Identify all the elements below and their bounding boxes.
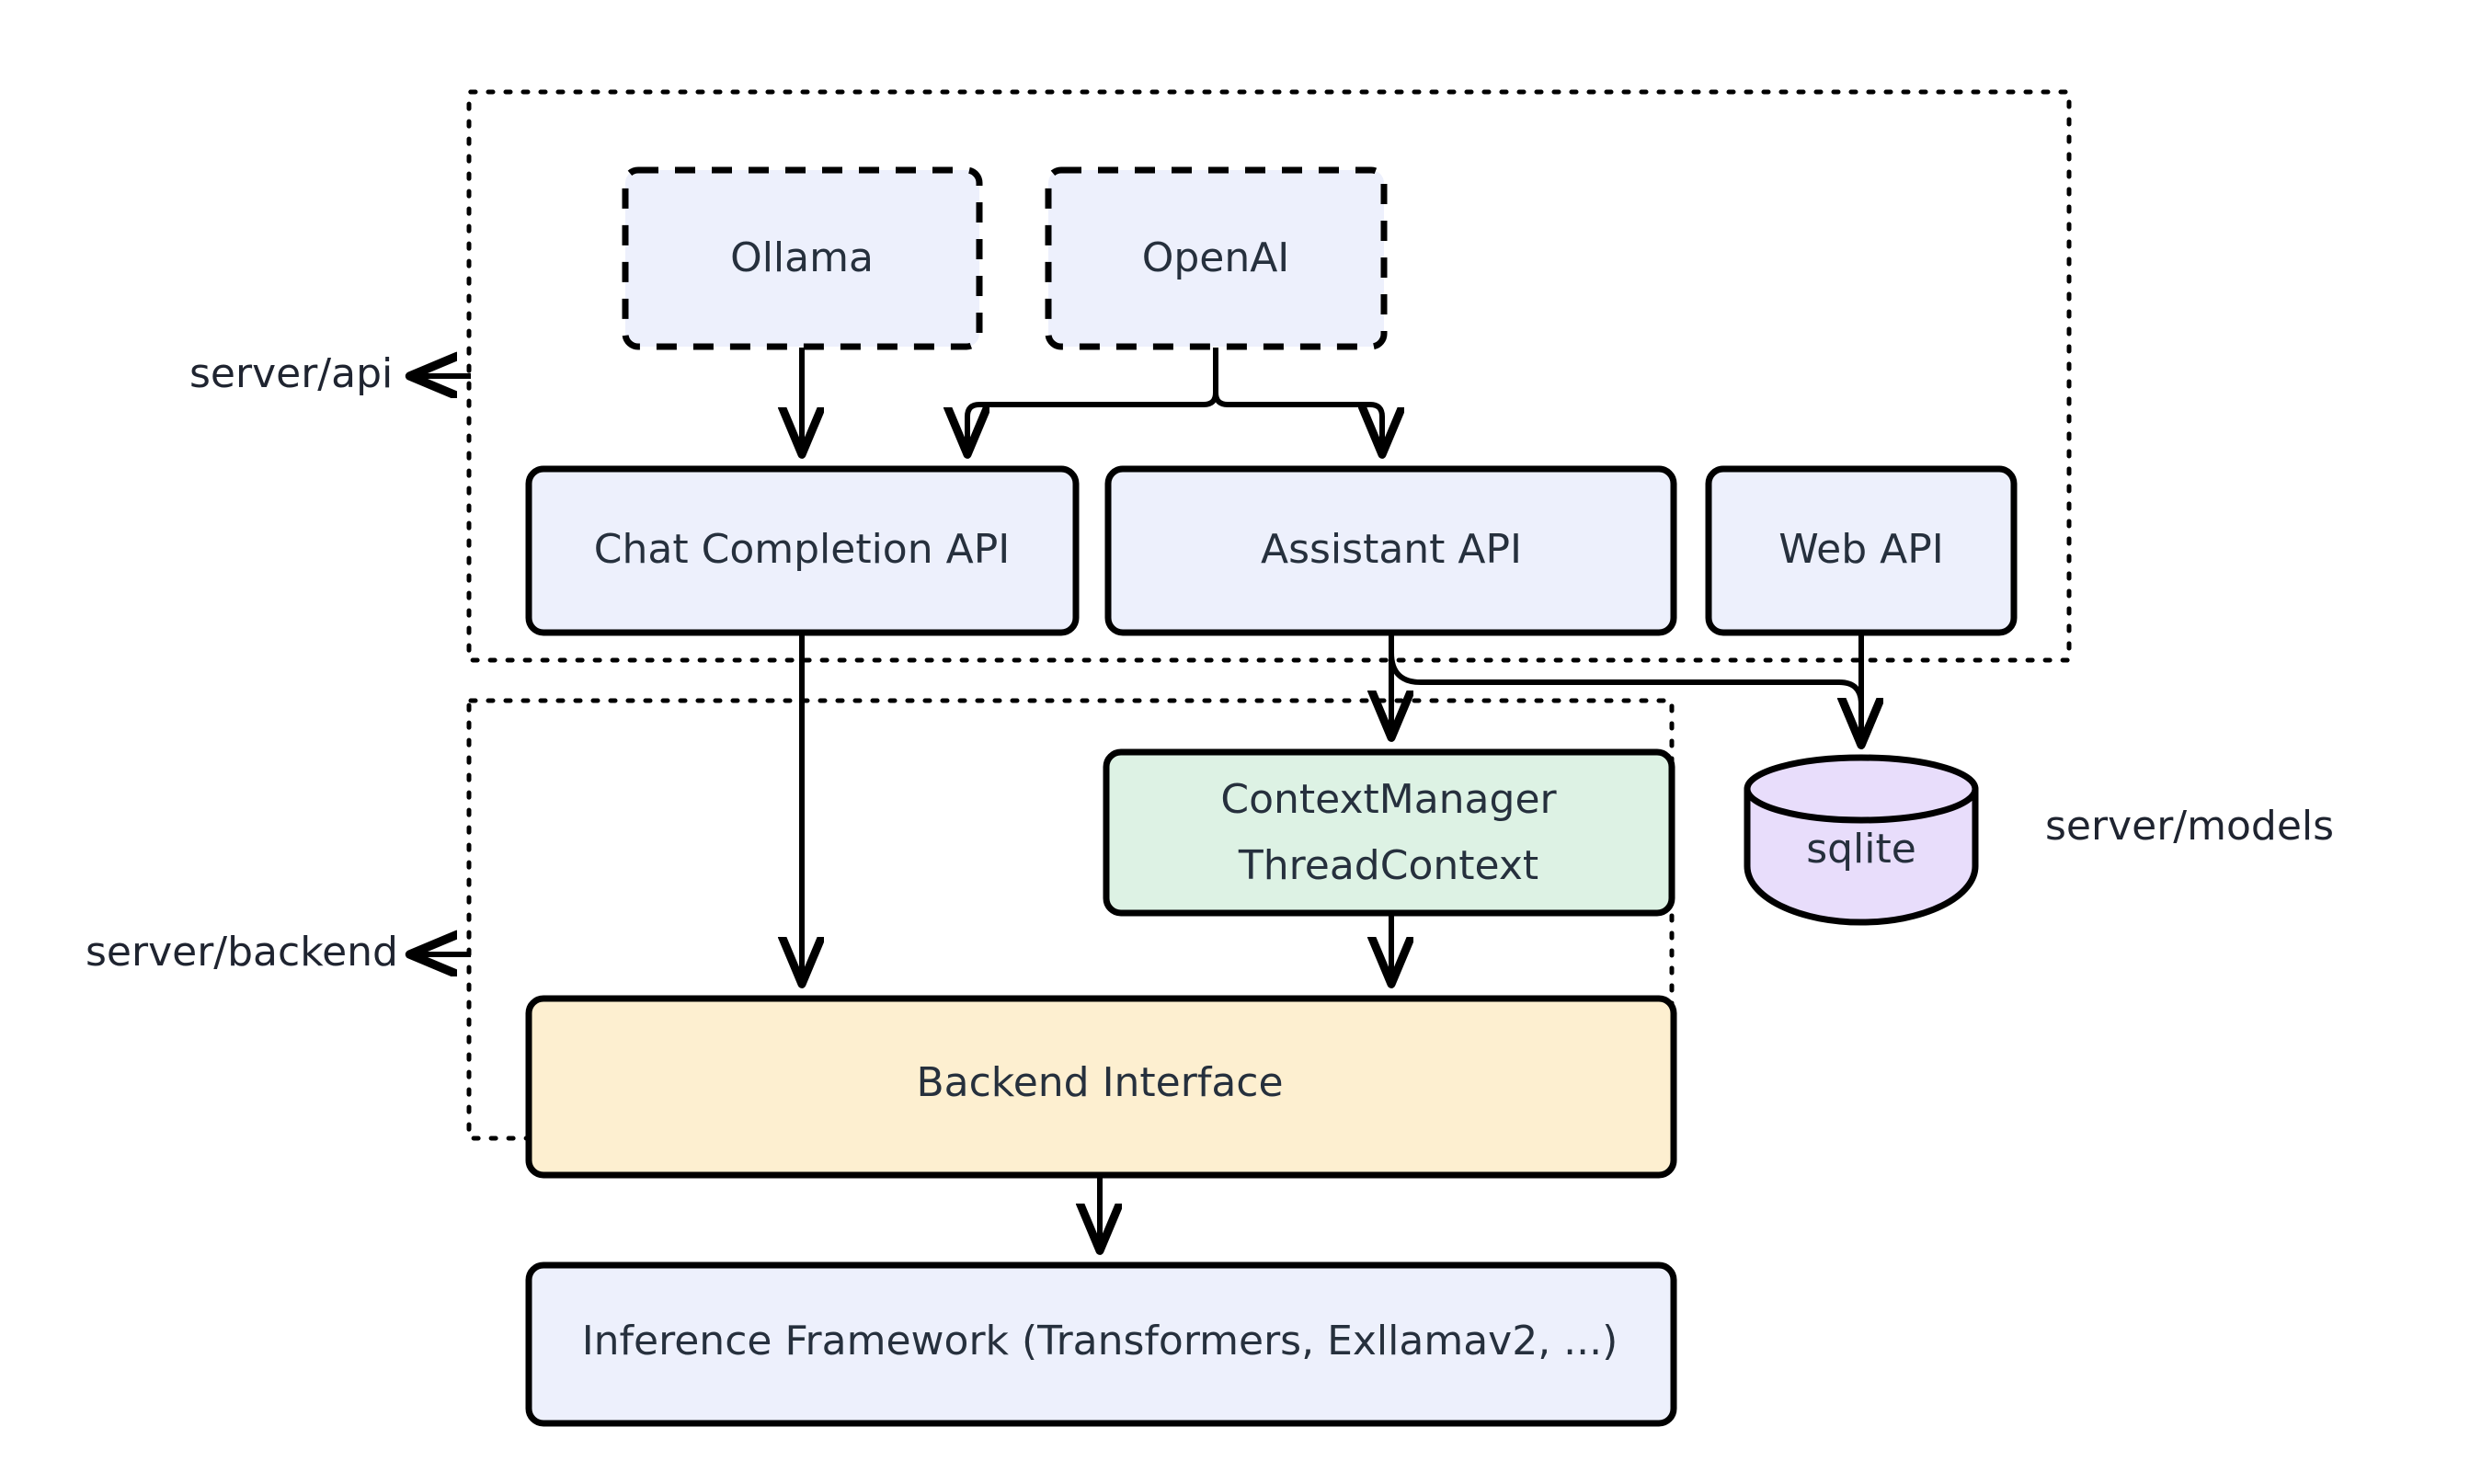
node-ollama[interactable]: Ollama [622, 166, 983, 350]
group-label-server-backend: server/backend [86, 929, 398, 976]
node-context-manager-label-line2: ThreadContext [1238, 842, 1538, 889]
edge-openai-to-chat-completion [967, 348, 1218, 452]
node-context-manager[interactable]: ContextManager ThreadContext [1103, 748, 1675, 917]
edge-assistant-api-to-sqlite [1389, 652, 1861, 743]
node-assistant-api[interactable]: Assistant API [1104, 465, 1677, 636]
label-server-models: server/models [2045, 803, 2334, 850]
node-chat-completion-api-label: Chat Completion API [594, 526, 1010, 573]
node-openai[interactable]: OpenAI [1045, 166, 1388, 350]
node-sqlite-label: sqlite [1806, 826, 1916, 873]
node-web-api-label: Web API [1778, 526, 1944, 573]
node-backend-interface[interactable]: Backend Interface [525, 995, 1677, 1179]
node-context-manager-label-line1: ContextManager [1220, 776, 1557, 823]
node-openai-label: OpenAI [1142, 234, 1290, 281]
node-inference-framework[interactable]: Inference Framework (Transformers, Exlla… [525, 1261, 1677, 1427]
edge-openai-to-assistant-api [1213, 348, 1382, 452]
node-backend-interface-label: Backend Interface [916, 1059, 1283, 1106]
group-label-server-api: server/api [189, 350, 393, 397]
node-chat-completion-api[interactable]: Chat Completion API [525, 465, 1080, 636]
node-assistant-api-label: Assistant API [1261, 526, 1522, 573]
node-inference-framework-label: Inference Framework (Transformers, Exlla… [582, 1318, 1618, 1364]
node-ollama-label: Ollama [730, 234, 874, 281]
node-sqlite[interactable]: sqlite [1744, 754, 1979, 926]
node-web-api[interactable]: Web API [1705, 465, 2018, 636]
